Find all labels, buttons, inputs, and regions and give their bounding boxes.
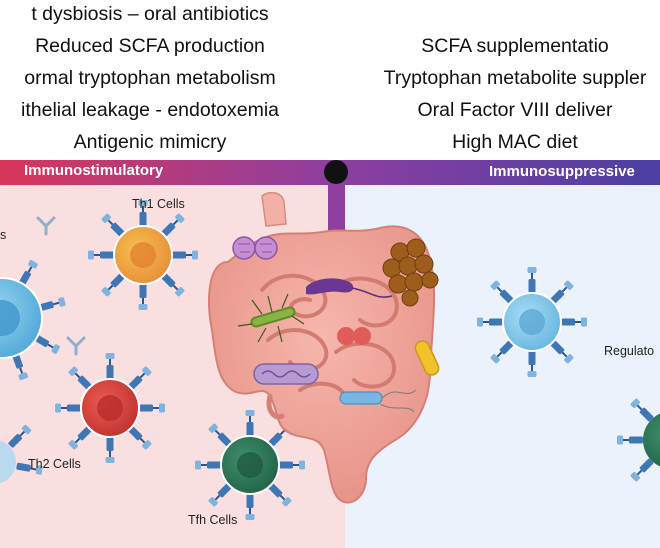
left-factor-2: Reduced SCFA production [35,35,265,57]
green-bacterium [237,293,305,343]
antibody-1 [36,216,56,236]
treg-cell [476,266,588,378]
blue-rod [339,389,417,413]
th1-cell [87,199,199,311]
regulatory-label: Regulato [604,344,655,358]
lavender-rod [253,363,319,385]
left-factor-1: t dysbiosis – oral antibiotics [31,3,269,25]
right-factor-3: Oral Factor VIII deliver [417,99,613,121]
center-dot [324,160,348,184]
immunostimulatory-label: Immunostimulatory [24,162,164,179]
right-factor-1: SCFA supplementatio [421,35,609,57]
purple-cocci [232,236,278,260]
b-cell-partial [0,258,67,382]
red-diplococcus [337,327,371,345]
cell-partial-left-lower [0,423,45,484]
left-factor-5: Antigenic mimicry [73,131,227,153]
purple-rod [306,278,393,298]
th1-label: Th1 Cells [132,197,185,211]
right-factor-4: High MAC diet [452,131,578,153]
antibody-2 [66,336,86,356]
yellow-rod [414,340,440,376]
tfh-cell [194,409,306,521]
tfh-label: Tfh Cells [188,513,238,527]
right-factor-2: Tryptophan metabolite suppler [383,67,647,89]
th2-label: Th2 Cells [28,457,81,471]
left-factor-4: ithelial leakage - endotoxemia [21,99,279,121]
immunosuppressive-label: Immunosuppressive [489,163,635,180]
brown-cluster [382,238,439,307]
partial-cell-label: s [0,228,7,242]
left-factor-3: ormal tryptophan metabolism [24,67,276,89]
cell-partial-right [616,396,660,484]
th2-cell [54,352,166,464]
